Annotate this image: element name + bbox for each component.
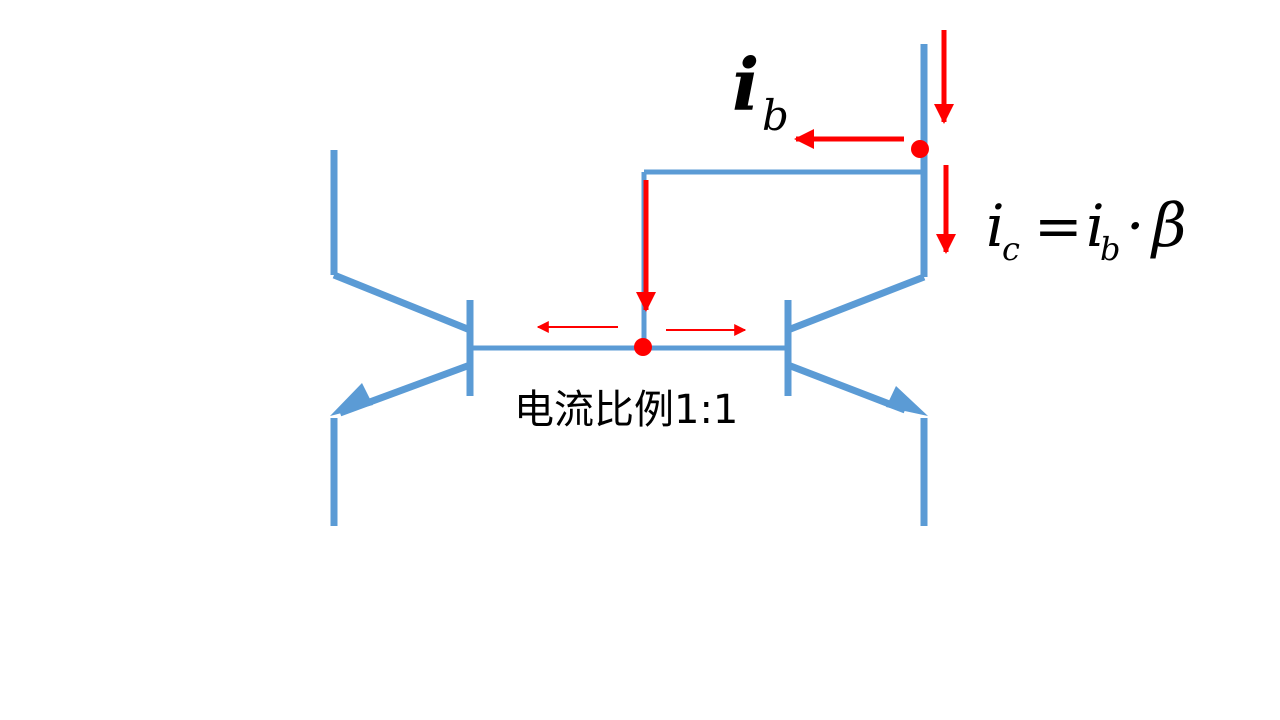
ib-label: i b (732, 42, 789, 140)
base-network (470, 169, 924, 351)
rhs-ib-main: i (1086, 192, 1105, 260)
equation-equals: = (1034, 192, 1083, 260)
rhs-ib-sub: b (1100, 230, 1120, 268)
left-collector-diagonal (332, 271, 472, 334)
right-emitter-arrowhead (886, 386, 928, 416)
right-transistor (784, 44, 928, 526)
current-ratio-label: 电流比例1:1 (514, 387, 738, 433)
current-arrows (536, 30, 956, 336)
left-transistor (330, 150, 474, 526)
collector-node-dot (911, 140, 929, 158)
left-emitter-arrowhead (330, 383, 373, 416)
ib-label-main: i (732, 42, 759, 127)
equation-dot: · (1126, 192, 1144, 260)
beta-symbol: β (1150, 191, 1187, 261)
base-node-dot (634, 338, 652, 356)
right-emitter-diagonal (786, 361, 907, 414)
right-collector-diagonal (786, 273, 926, 334)
ic-main: i (986, 192, 1005, 260)
ic-sub: c (1002, 230, 1020, 268)
ib-label-sub: b (762, 91, 789, 140)
collector-current-equation: i c = i b · β (986, 191, 1187, 268)
